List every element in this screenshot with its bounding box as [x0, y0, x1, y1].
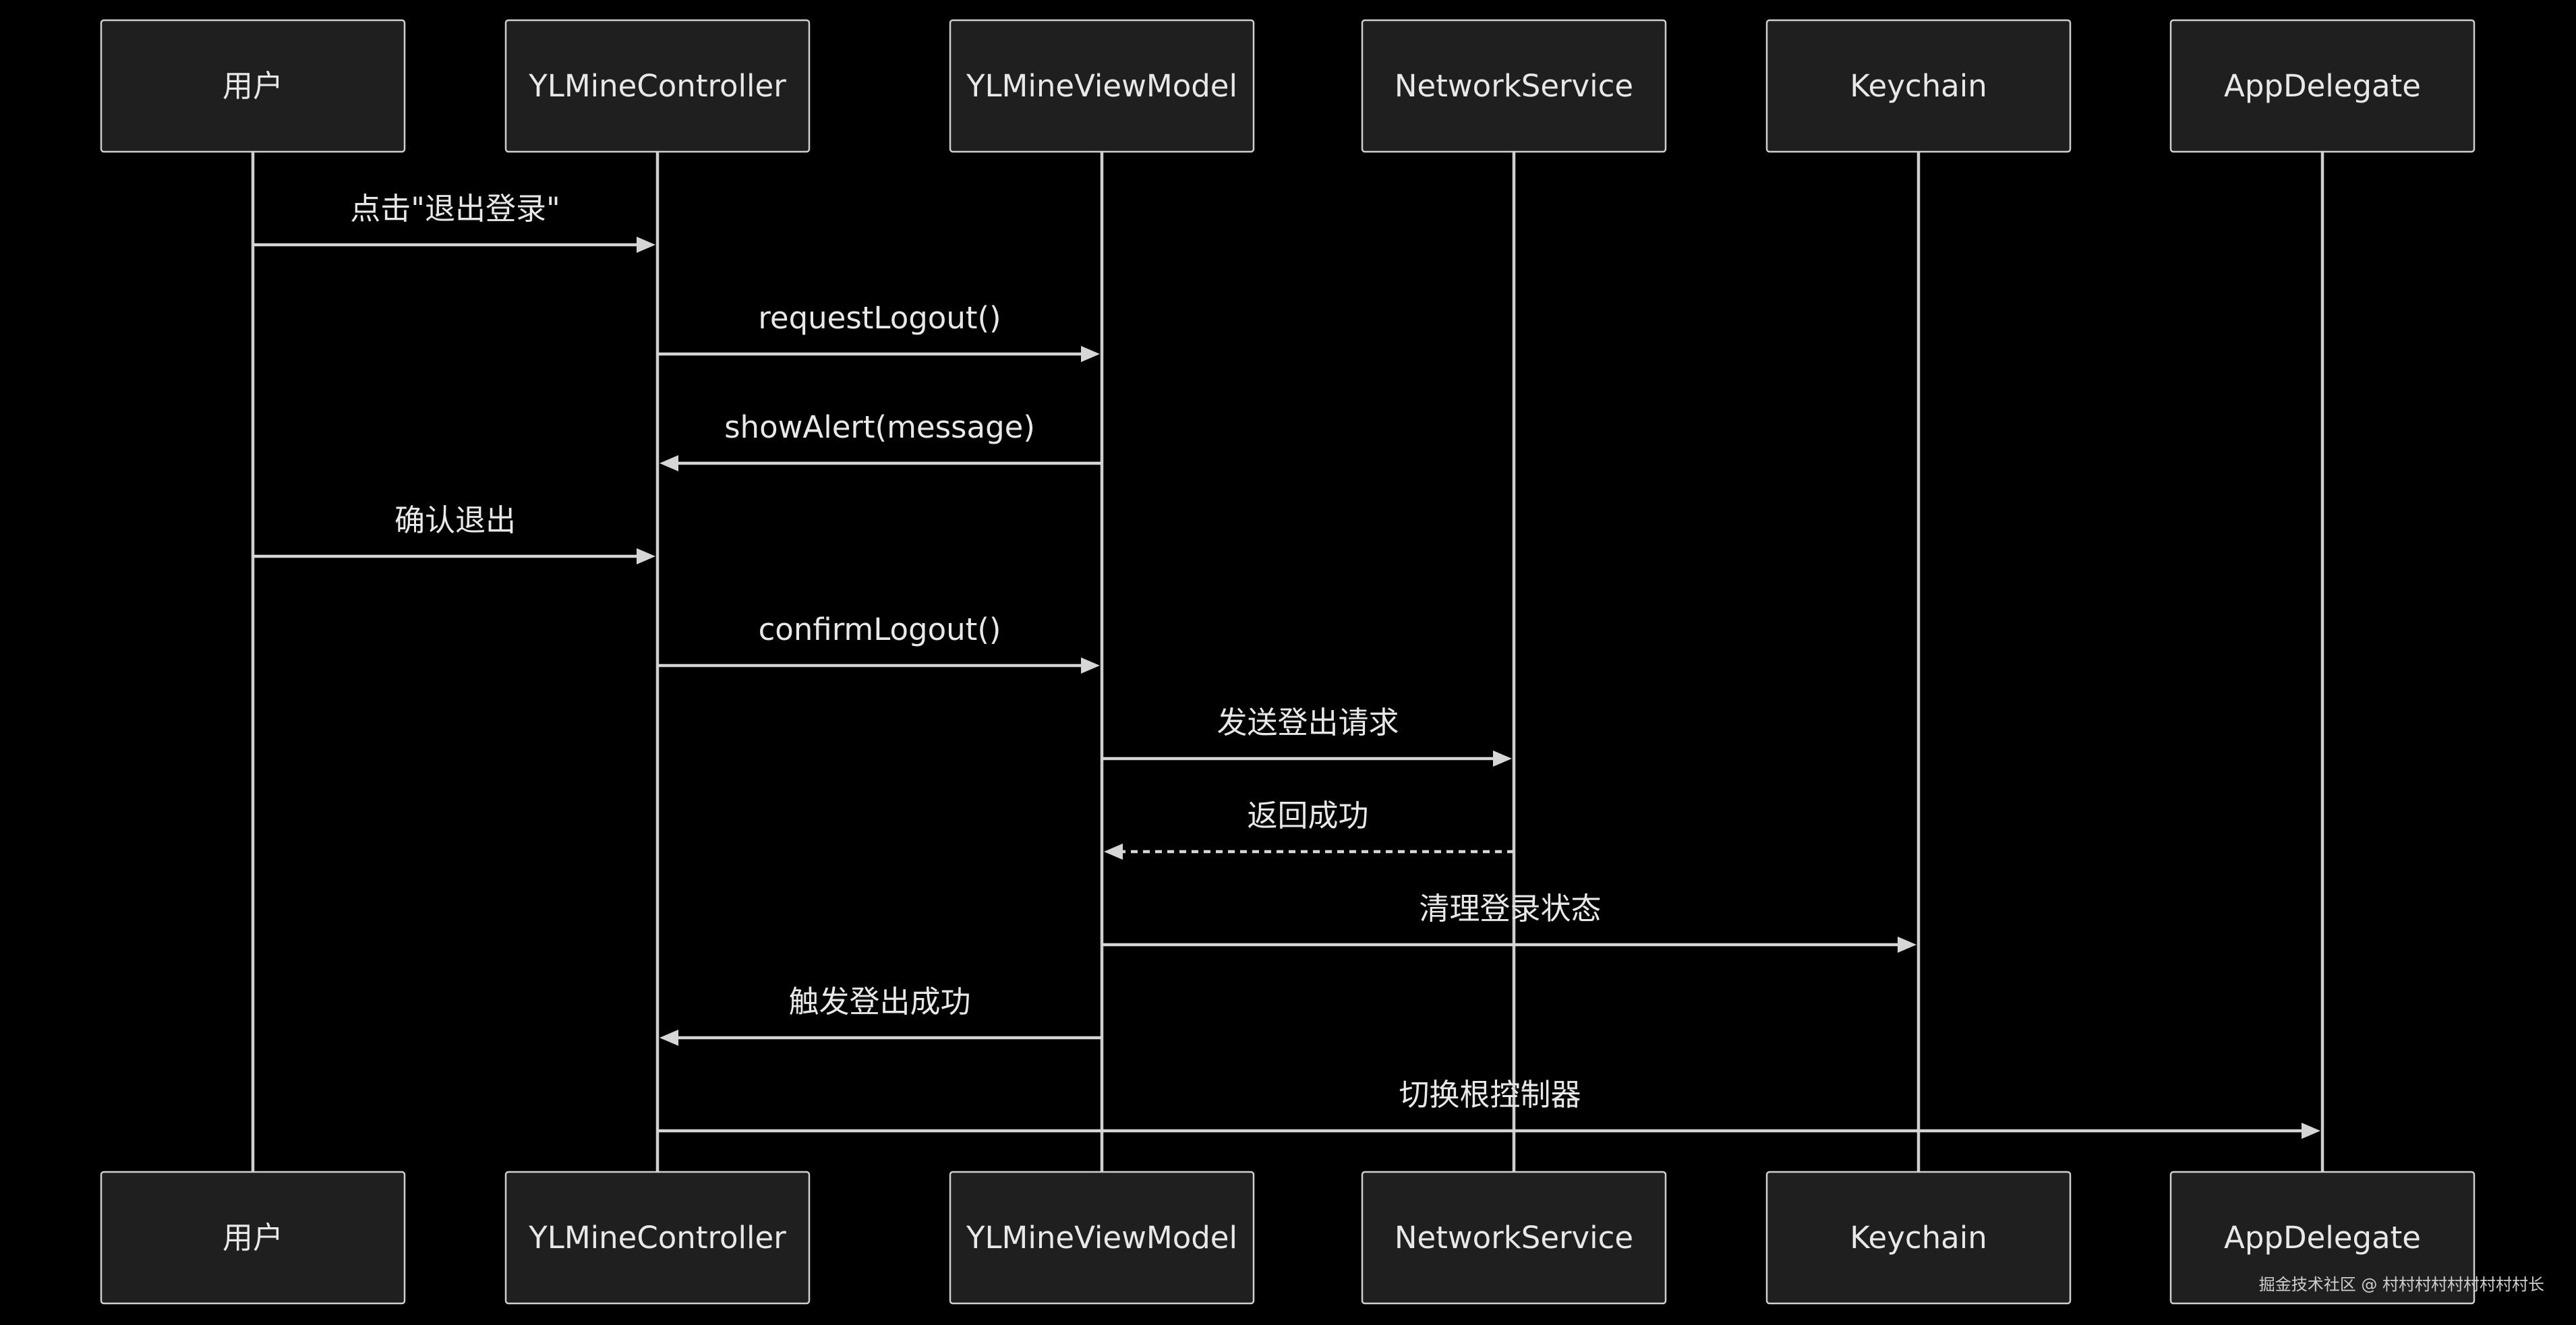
- actor-label-bottom-appdelegate: AppDelegate: [2224, 1220, 2421, 1256]
- actor-top-viewmodel: YLMineViewModel: [949, 19, 1255, 153]
- message-label-7: 返回成功: [1247, 798, 1368, 833]
- message-arrowhead-8: [1898, 937, 1916, 953]
- message-label-10: 切换根控制器: [1399, 1077, 1581, 1113]
- message-label-1: 点击"退出登录": [350, 191, 560, 227]
- message-4: 确认退出: [253, 502, 655, 564]
- actor-label-bottom-keychain: Keychain: [1850, 1220, 1987, 1256]
- actor-bottom-appdelegate: AppDelegate: [2169, 1171, 2476, 1305]
- message-label-8: 清理登录状态: [1419, 891, 1601, 926]
- actor-box-top-controller: [504, 19, 811, 153]
- actor-label-bottom-controller: YLMineController: [528, 1220, 786, 1256]
- message-label-6: 发送登出请求: [1217, 705, 1399, 740]
- actor-label-top-controller: YLMineController: [528, 68, 786, 104]
- actor-label-top-user: 用户: [223, 68, 283, 104]
- message-arrowhead-6: [1493, 750, 1512, 767]
- message-arrowhead-4: [637, 548, 655, 564]
- actor-top-appdelegate: AppDelegate: [2169, 19, 2476, 153]
- message-2: requestLogout(): [657, 300, 1100, 362]
- lifelines: [251, 152, 2324, 1172]
- messages: 点击"退出登录" requestLogout() showAlert(message…: [253, 191, 2320, 1139]
- actor-bottom-user: 用户: [100, 1171, 406, 1305]
- actor-label-top-keychain: Keychain: [1850, 68, 1987, 104]
- actor-top-controller: YLMineController: [504, 19, 811, 153]
- message-arrowhead-1: [637, 237, 655, 253]
- actor-bottom-network: NetworkService: [1361, 1171, 1667, 1305]
- message-label-5: confirmLogout(): [759, 612, 1001, 647]
- message-label-9: 触发登出成功: [788, 984, 970, 1020]
- message-arrowhead-5: [1081, 657, 1100, 674]
- actor-bottom-controller: YLMineController: [504, 1171, 811, 1305]
- actor-box-bottom-appdelegate: [2169, 1171, 2476, 1305]
- actors-bottom: 用户 YLMineController YLMineViewModel Network…: [100, 1171, 2476, 1305]
- message-9: 触发登出成功: [660, 984, 1102, 1046]
- actor-top-keychain: Keychain: [1765, 19, 2072, 153]
- message-5: confirmLogout(): [657, 612, 1100, 674]
- message-10: 切换根控制器: [657, 1077, 2320, 1139]
- actor-top-user: 用户: [100, 19, 406, 153]
- actor-box-top-keychain: [1765, 19, 2072, 153]
- message-3: showAlert(message): [660, 409, 1102, 471]
- actors-top: 用户 YLMineController YLMineViewModel Network…: [100, 19, 2476, 153]
- actor-label-top-network: NetworkService: [1395, 68, 1633, 104]
- message-6: 发送登出请求: [1102, 705, 1512, 767]
- message-arrowhead-9: [660, 1030, 678, 1046]
- actor-box-top-network: [1361, 19, 1667, 153]
- actor-label-bottom-viewmodel: YLMineViewModel: [966, 1220, 1237, 1256]
- actor-box-bottom-user: [100, 1171, 406, 1305]
- watermark-text: 掘金技术社区 @ 村村村村村村村村村长: [2259, 1275, 2544, 1294]
- message-arrowhead-3: [660, 455, 678, 471]
- message-7: 返回成功: [1104, 798, 1514, 860]
- actor-label-top-appdelegate: AppDelegate: [2224, 68, 2421, 104]
- actor-bottom-viewmodel: YLMineViewModel: [949, 1171, 1255, 1305]
- actor-bottom-keychain: Keychain: [1765, 1171, 2072, 1305]
- message-arrowhead-10: [2302, 1123, 2320, 1139]
- actor-top-network: NetworkService: [1361, 19, 1667, 153]
- actor-box-top-appdelegate: [2169, 19, 2476, 153]
- message-arrowhead-2: [1081, 346, 1100, 362]
- actor-box-top-viewmodel: [949, 19, 1255, 153]
- actor-label-top-viewmodel: YLMineViewModel: [966, 68, 1237, 104]
- actor-box-bottom-controller: [504, 1171, 811, 1305]
- actor-label-bottom-user: 用户: [223, 1220, 283, 1256]
- actor-box-bottom-viewmodel: [949, 1171, 1255, 1305]
- message-1: 点击"退出登录": [253, 191, 655, 253]
- message-label-3: showAlert(message): [724, 409, 1035, 445]
- actor-box-bottom-network: [1361, 1171, 1667, 1305]
- message-arrowhead-7: [1104, 844, 1123, 860]
- actor-label-bottom-network: NetworkService: [1395, 1220, 1633, 1256]
- message-label-4: 确认退出: [394, 502, 516, 538]
- message-label-2: requestLogout(): [758, 300, 1001, 336]
- actor-box-bottom-keychain: [1765, 1171, 2072, 1305]
- actor-box-top-user: [100, 19, 406, 153]
- message-8: 清理登录状态: [1102, 891, 1916, 953]
